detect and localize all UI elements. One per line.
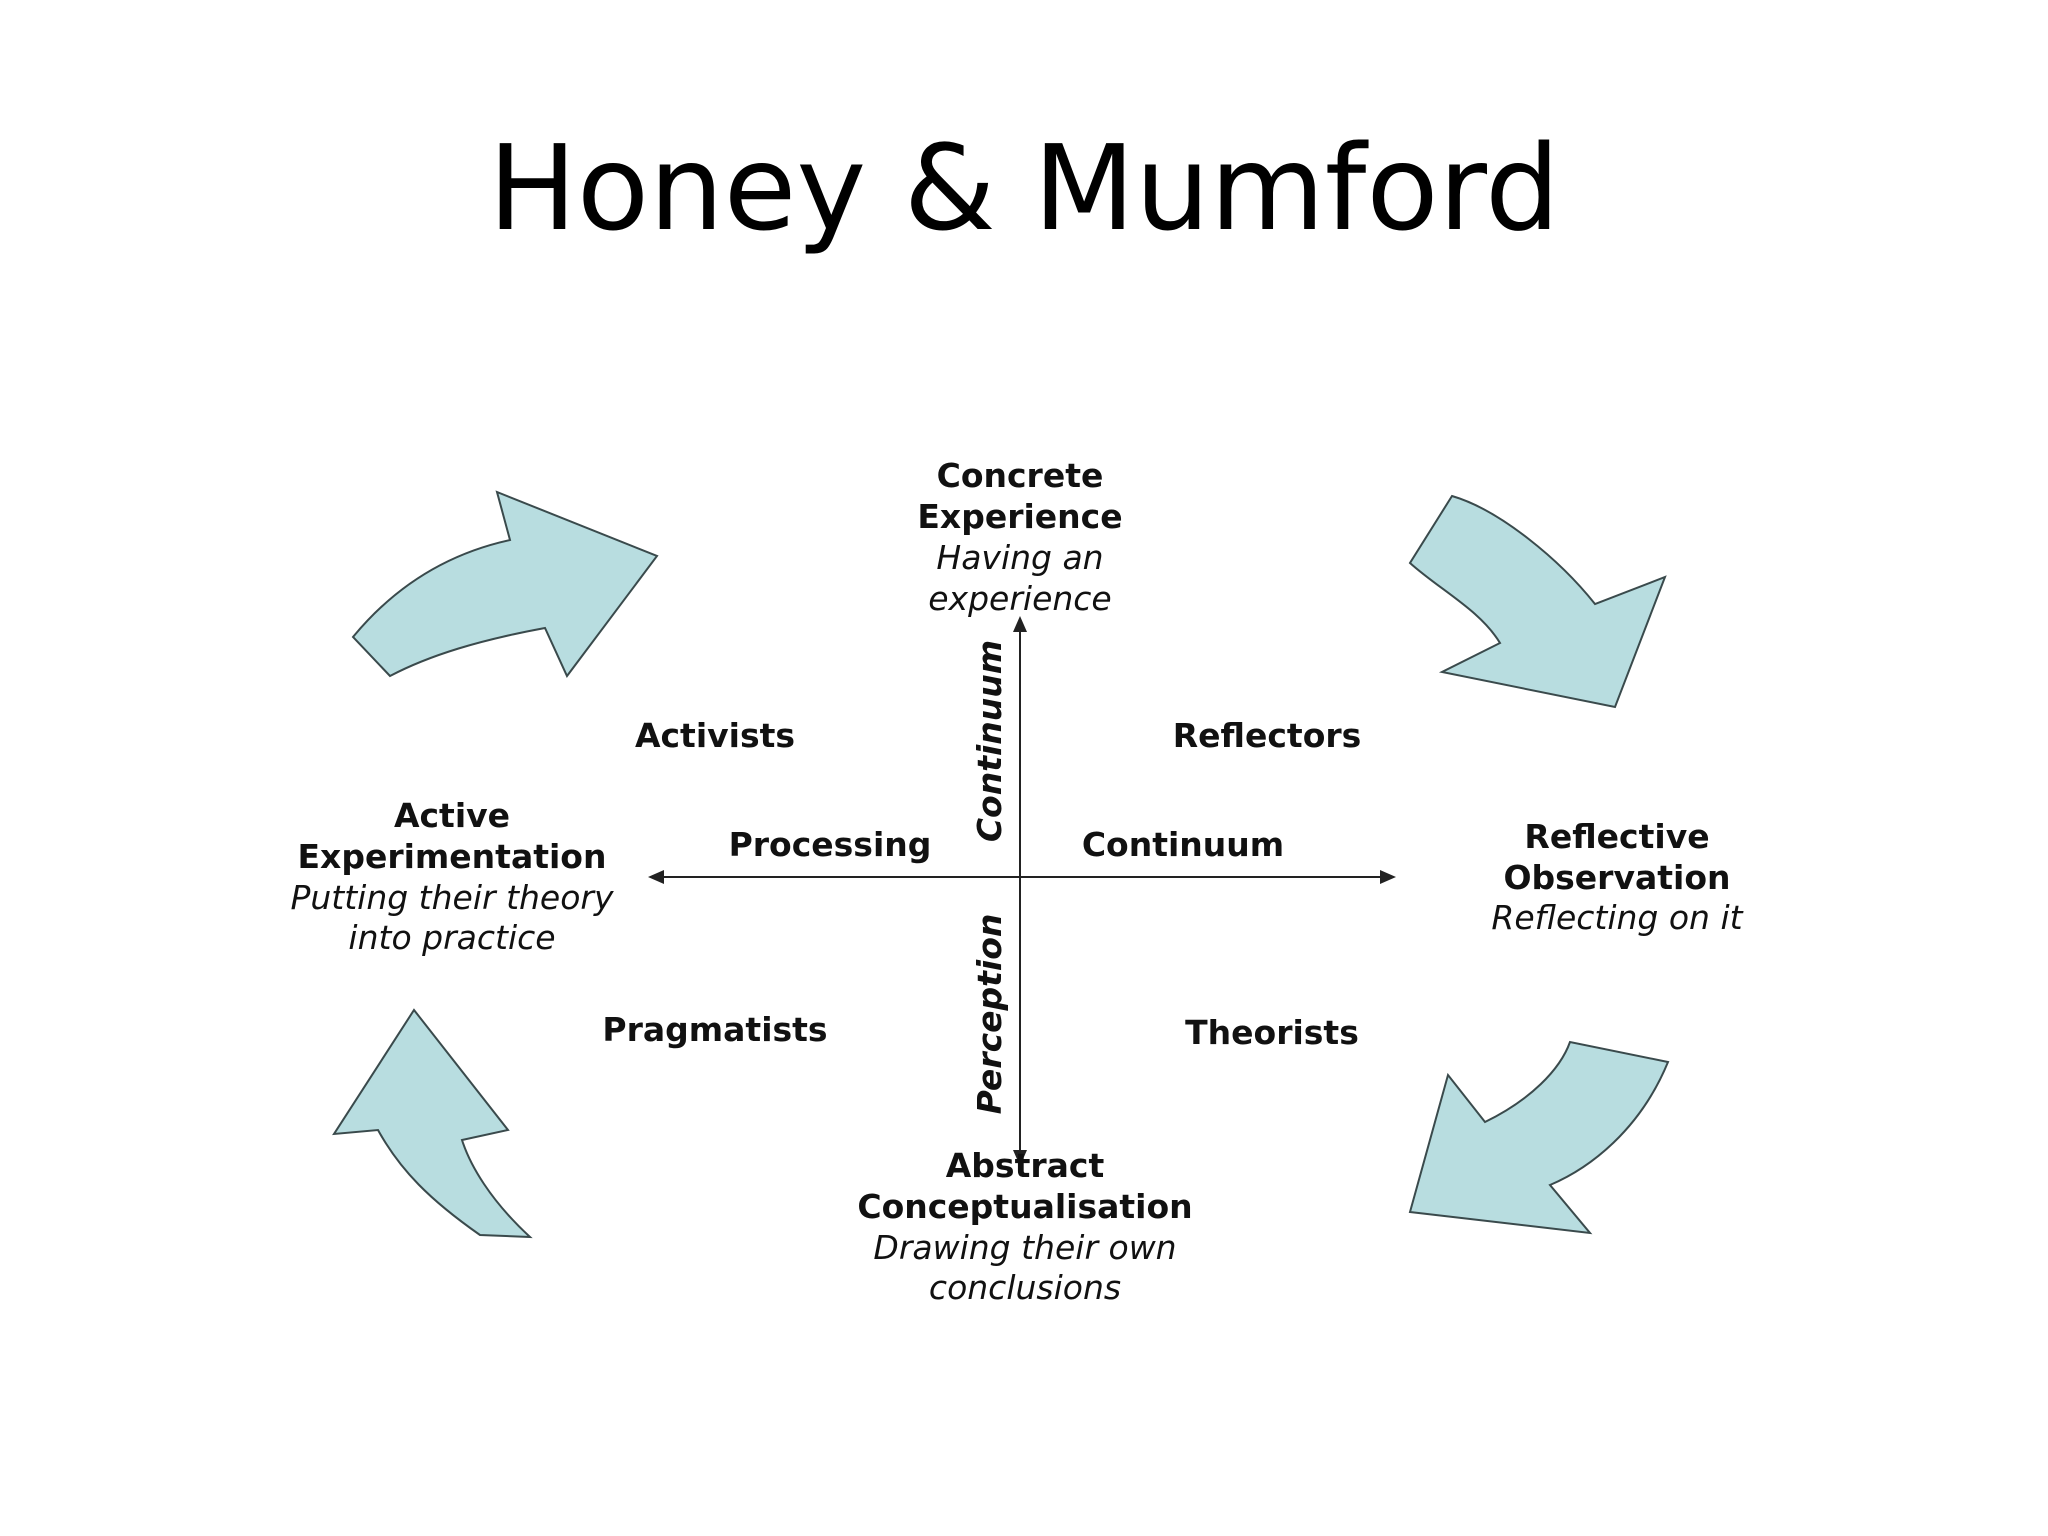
stage-description: experience	[928, 579, 1111, 618]
stage-name: Active	[394, 796, 510, 835]
stage-name: Abstract	[946, 1146, 1105, 1185]
stage-abstract-conceptualisation: Abstract Conceptualisation Drawing their…	[857, 1146, 1192, 1307]
stage-name: Concrete	[937, 456, 1104, 495]
stage-name: Conceptualisation	[857, 1187, 1192, 1226]
style-label-pragmatists: Pragmatists	[602, 1010, 827, 1049]
arrowhead-right-icon	[1380, 870, 1396, 884]
stage-name: Experience	[917, 497, 1122, 536]
stage-name: Reflective	[1524, 817, 1709, 856]
stage-reflective-observation: Reflective Observation Reflecting on it	[1491, 817, 1743, 937]
curved-arrow-top-right-icon	[1408, 494, 1667, 709]
slide-title: Honey & Mumford	[488, 119, 1560, 257]
curved-arrow-bottom-right-icon	[1408, 1040, 1670, 1235]
stage-description: into practice	[348, 918, 555, 957]
arrowhead-down-icon	[1013, 1150, 1027, 1166]
style-label-reflectors: Reflectors	[1173, 716, 1362, 755]
stage-name: Observation	[1503, 858, 1730, 897]
arrowhead-left-icon	[648, 870, 664, 884]
stage-name: Experimentation	[298, 837, 607, 876]
arrowhead-up-icon	[1013, 616, 1027, 632]
stage-concrete-experience: Concrete Experience Having an experience	[917, 456, 1122, 618]
axis-label-continuum-horizontal: Continuum	[1082, 825, 1284, 864]
stage-description: Having an	[936, 538, 1103, 577]
stage-description: Reflecting on it	[1491, 898, 1743, 937]
style-label-theorists: Theorists	[1185, 1013, 1359, 1052]
curved-arrow-top-left-icon	[351, 490, 659, 678]
stage-description: conclusions	[929, 1268, 1121, 1307]
stage-description: Drawing their own	[873, 1228, 1176, 1267]
stage-description: Putting their theory	[290, 878, 614, 917]
style-label-activists: Activists	[635, 716, 795, 755]
stage-active-experimentation: Active Experimentation Putting their the…	[290, 796, 614, 957]
axis-label-continuum-vertical: Continuum	[970, 640, 1009, 842]
axis-label-perception: Perception	[970, 914, 1009, 1115]
curved-arrow-bottom-left-icon	[332, 1008, 533, 1239]
axis-label-processing: Processing	[729, 825, 932, 864]
